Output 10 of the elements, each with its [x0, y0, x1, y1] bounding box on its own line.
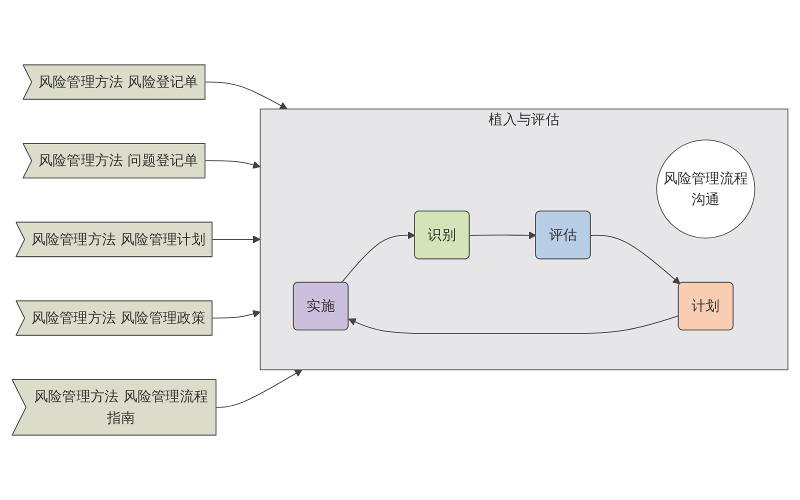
arrow — [212, 236, 261, 244]
arrow — [204, 82, 288, 110]
arrow — [341, 231, 416, 284]
arrow — [469, 231, 536, 240]
arrow — [216, 369, 302, 408]
node-circle: 风险管理流程 沟通 — [656, 140, 756, 238]
arrow — [590, 234, 680, 284]
arrow — [204, 160, 261, 169]
arrow — [348, 315, 680, 334]
arrow — [212, 310, 261, 318]
